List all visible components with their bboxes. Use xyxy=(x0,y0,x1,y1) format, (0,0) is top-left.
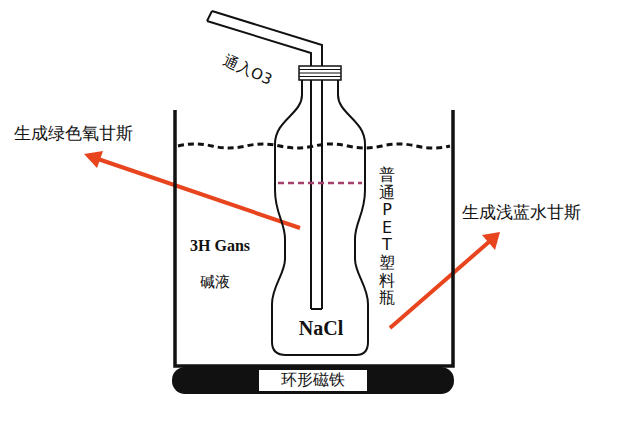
arrow-head xyxy=(482,232,500,250)
product-label: 生成绿色氧甘斯 xyxy=(14,122,133,144)
liquid-level xyxy=(278,182,362,185)
tube-wall xyxy=(212,11,322,309)
cap-threads xyxy=(299,70,341,77)
gas-tube xyxy=(207,11,322,309)
gas-inlet-label: 通入O3 xyxy=(220,50,275,89)
solution-label: 碱液 xyxy=(200,272,230,292)
pet-bottle: NaCl xyxy=(268,64,374,358)
pet-bottle-shape xyxy=(268,64,374,358)
alkali-vessel: 3H Gans 碱液 NaCl xyxy=(172,108,456,368)
liquid-surface xyxy=(178,144,450,148)
vessel-wall xyxy=(175,110,453,366)
reaction-arrow xyxy=(84,151,300,228)
arrow-head xyxy=(84,151,103,168)
solution-label: 3H Gans xyxy=(190,236,250,256)
reaction-arrow xyxy=(390,232,500,328)
magnet-label: 环形磁铁 xyxy=(172,366,454,394)
bottle-label: 普通PET塑料瓶 xyxy=(379,166,395,307)
tube-end xyxy=(207,11,212,21)
arrow-shaft xyxy=(98,159,300,228)
tube-wall xyxy=(207,21,311,309)
magnet-body xyxy=(172,367,454,394)
arrow-shaft xyxy=(390,241,490,328)
ring-magnet: 环形磁铁 xyxy=(172,366,454,394)
bottle-outline xyxy=(272,80,368,355)
tube-end xyxy=(311,308,322,310)
bottle-cap xyxy=(299,66,341,80)
product-label: 生成浅蓝水甘斯 xyxy=(462,201,581,223)
salt-label: NaCl xyxy=(268,316,374,340)
